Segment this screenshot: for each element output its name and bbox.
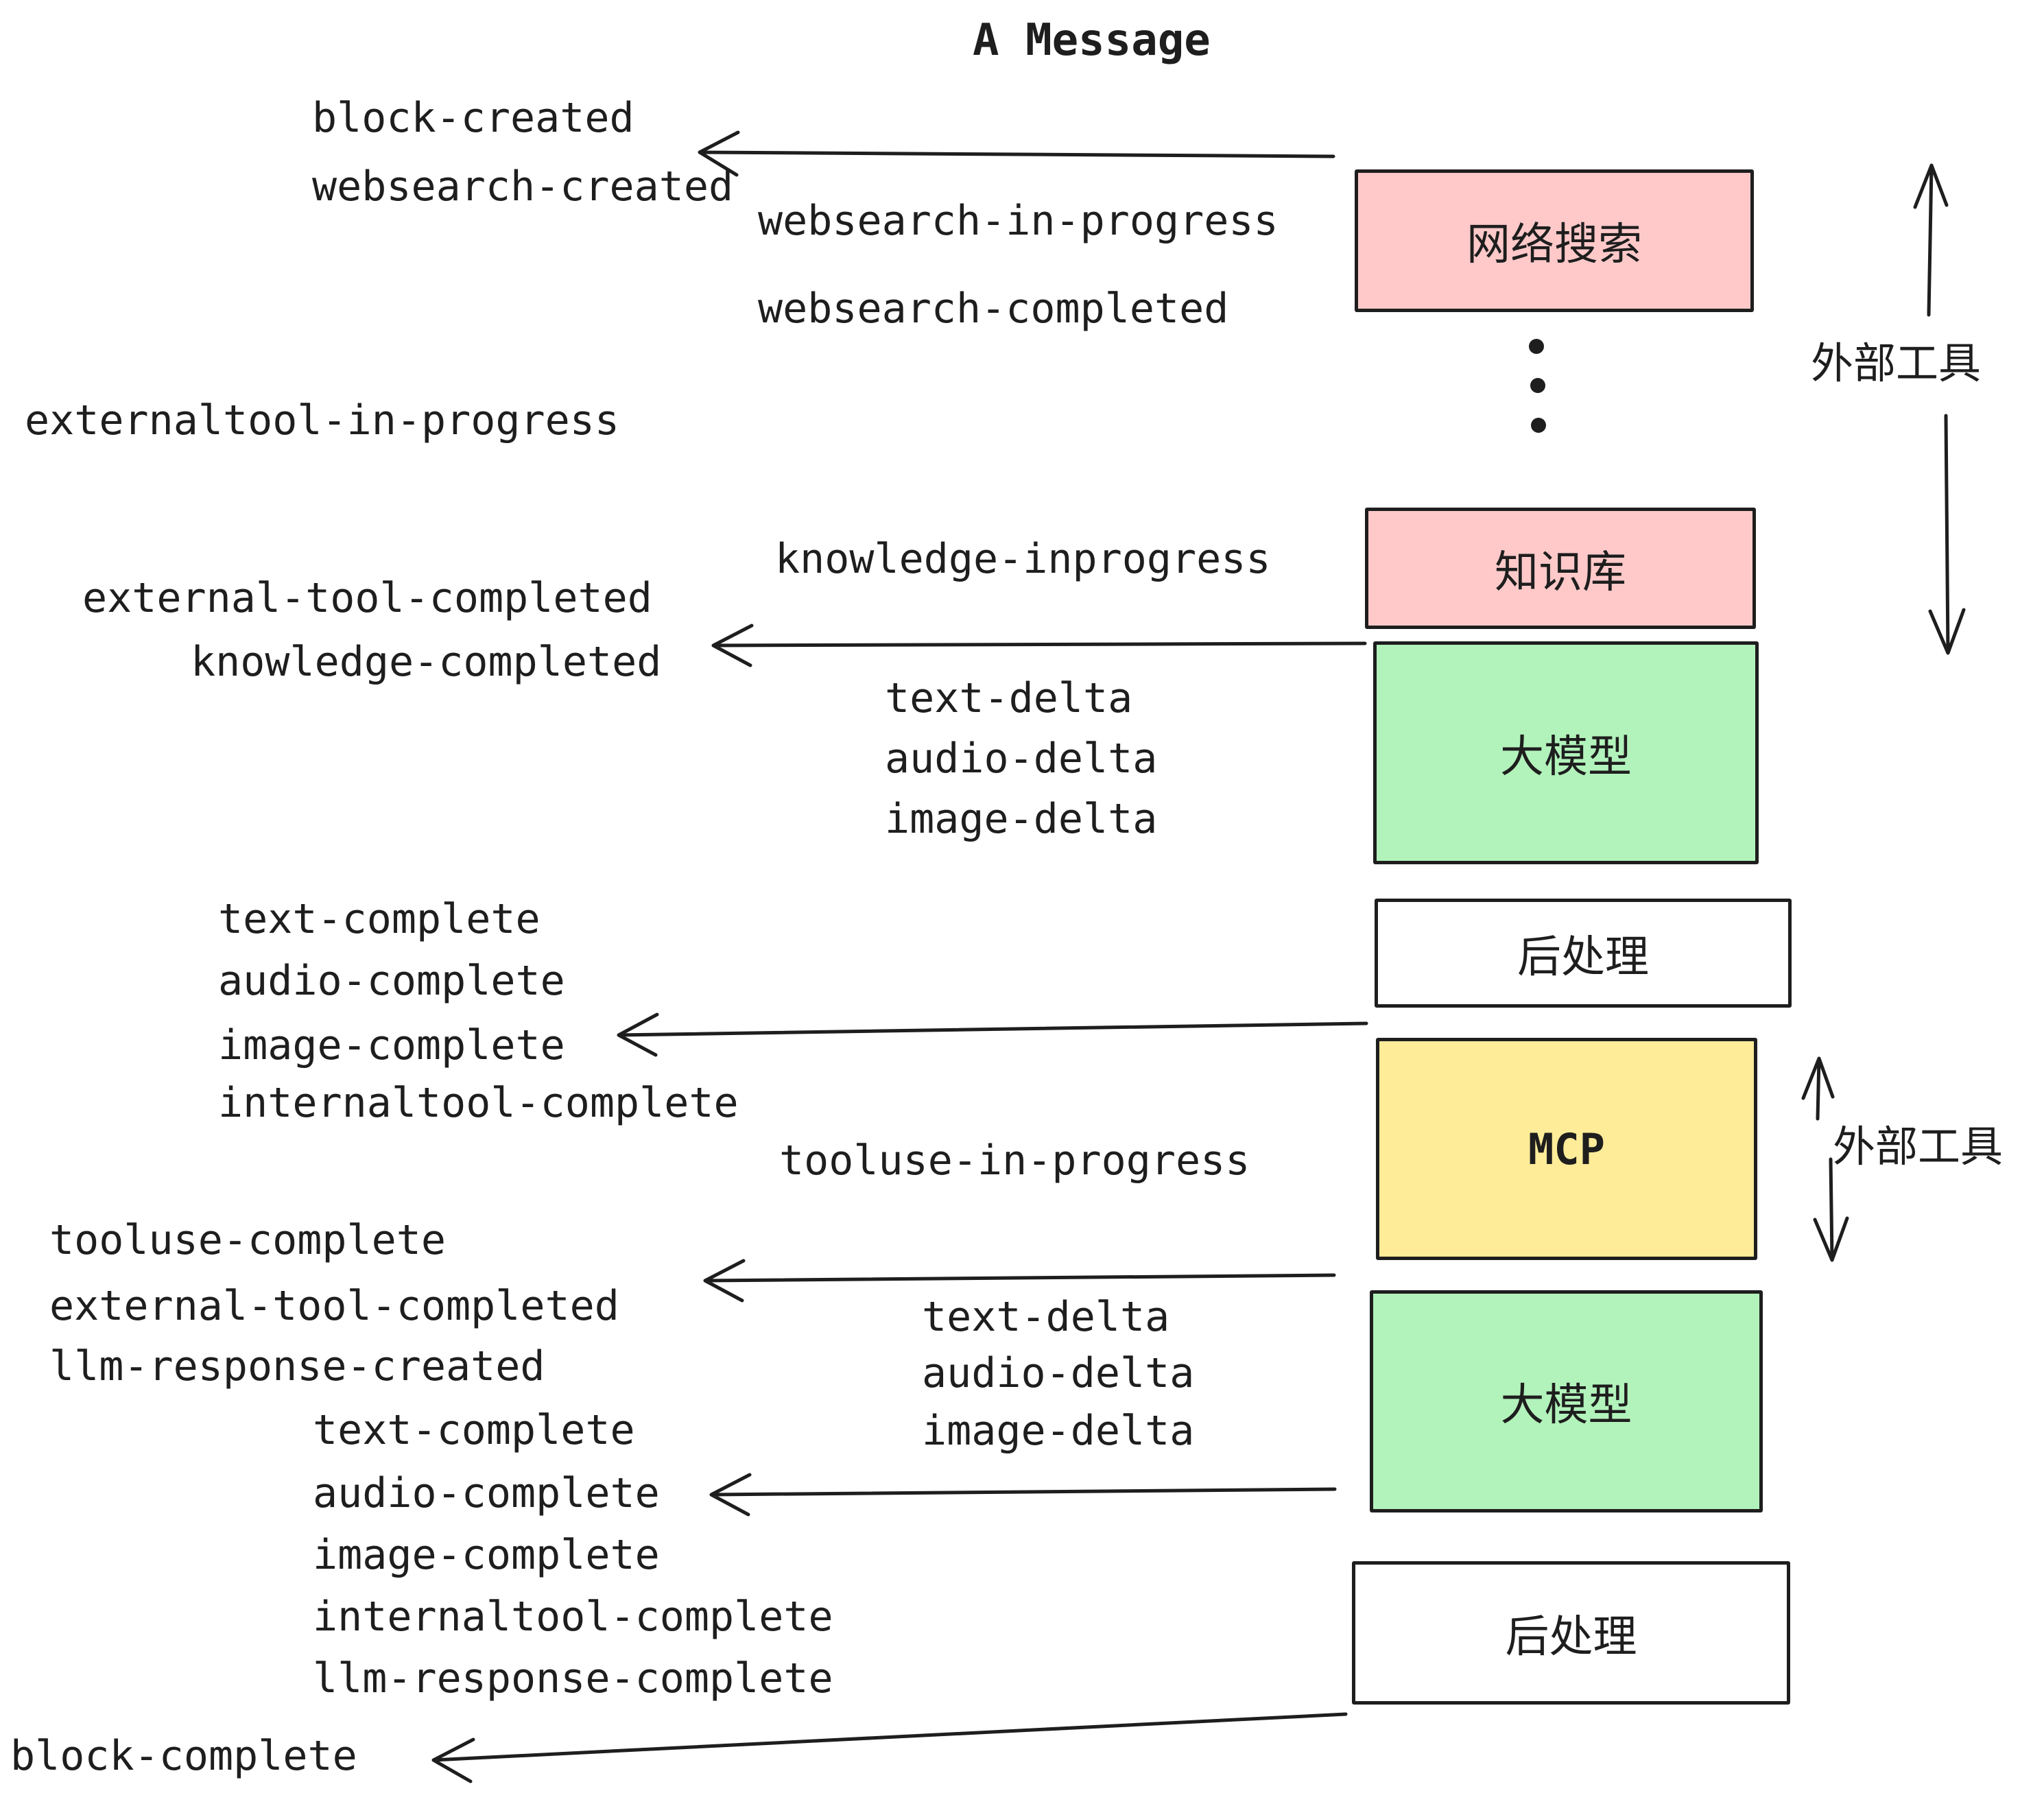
event-label-audio-delta-2: audio-delta: [922, 1349, 1195, 1397]
box-postprocess-2-label: 后处理: [1505, 1611, 1637, 1663]
event-label-knowledge-inprogress: knowledge-inprogress: [775, 535, 1271, 583]
event-label-audio-complete: audio-complete: [218, 957, 565, 1005]
side-label-external-tools-top: 外部工具: [1811, 338, 1982, 388]
box-mcp-label: MCP: [1528, 1124, 1605, 1174]
event-label-tooluse-in-progress: tooluse-in-progress: [779, 1137, 1250, 1185]
event-label-image-complete: image-complete: [218, 1021, 565, 1069]
event-label-image-delta-2: image-delta: [922, 1407, 1195, 1455]
event-label-text-complete: text-complete: [218, 895, 540, 943]
arrow-down-icon: [1813, 1157, 1849, 1262]
event-label-external-tool-completed-2: external-tool-completed: [49, 1282, 619, 1330]
box-knowledge: 知识库: [1365, 508, 1756, 629]
event-label-external-tool-completed: external-tool-completed: [82, 574, 652, 622]
event-label-llm-response-complete: llm-response-complete: [313, 1654, 833, 1702]
event-label-websearch-created: websearch-created: [312, 163, 734, 211]
ellipsis-dot: [1531, 418, 1546, 433]
arrow-down-icon: [1928, 414, 1966, 655]
box-websearch: 网络搜索: [1355, 169, 1754, 312]
event-label-text-delta: text-delta: [885, 674, 1133, 722]
arrow-up-icon: [1801, 1056, 1835, 1121]
event-label-externaltool-in-progress: externaltool-in-progress: [25, 396, 619, 444]
box-websearch-label: 网络搜索: [1466, 219, 1642, 270]
arrow-up-icon: [1913, 163, 1949, 317]
box-llm-1-label: 大模型: [1500, 731, 1632, 783]
ellipsis-dot: [1529, 339, 1544, 354]
box-knowledge-label: 知识库: [1495, 547, 1626, 598]
side-label-external-tools-bottom: 外部工具: [1833, 1121, 2004, 1172]
box-postprocess-1-label: 后处理: [1517, 931, 1649, 983]
box-llm-1: 大模型: [1373, 641, 1759, 864]
box-llm-2: 大模型: [1370, 1290, 1763, 1512]
arrow-left-icon: [431, 1712, 1348, 1783]
event-label-text-delta-2: text-delta: [922, 1293, 1170, 1341]
event-label-internaltool-complete-2: internaltool-complete: [313, 1593, 833, 1641]
event-label-block-created: block-created: [312, 94, 634, 142]
event-label-image-complete-2: image-complete: [313, 1531, 660, 1579]
box-postprocess-1: 后处理: [1375, 899, 1792, 1008]
event-label-audio-complete-2: audio-complete: [313, 1469, 660, 1517]
ellipsis-dot: [1530, 378, 1545, 393]
event-label-websearch-completed: websearch-completed: [758, 285, 1229, 333]
event-label-text-complete-2: text-complete: [313, 1406, 635, 1454]
arrow-left-icon: [709, 1473, 1337, 1517]
event-label-llm-response-created: llm-response-created: [49, 1342, 545, 1390]
event-label-internaltool-complete: internaltool-complete: [218, 1079, 739, 1127]
event-label-audio-delta: audio-delta: [885, 735, 1158, 783]
arrow-left-icon: [698, 130, 1335, 177]
event-label-knowledge-completed: knowledge-completed: [191, 638, 662, 686]
box-llm-2-label: 大模型: [1500, 1380, 1632, 1431]
event-label-websearch-in-progress: websearch-in-progress: [758, 197, 1279, 245]
event-label-image-delta: image-delta: [885, 795, 1158, 843]
arrow-left-icon: [617, 1012, 1368, 1057]
event-label-block-complete: block-complete: [10, 1732, 357, 1780]
box-postprocess-2: 后处理: [1352, 1561, 1790, 1705]
arrow-left-icon: [711, 624, 1367, 667]
event-label-tooluse-complete: tooluse-complete: [49, 1216, 446, 1264]
box-mcp: MCP: [1376, 1038, 1757, 1260]
diagram-title: A Message: [973, 15, 1211, 66]
